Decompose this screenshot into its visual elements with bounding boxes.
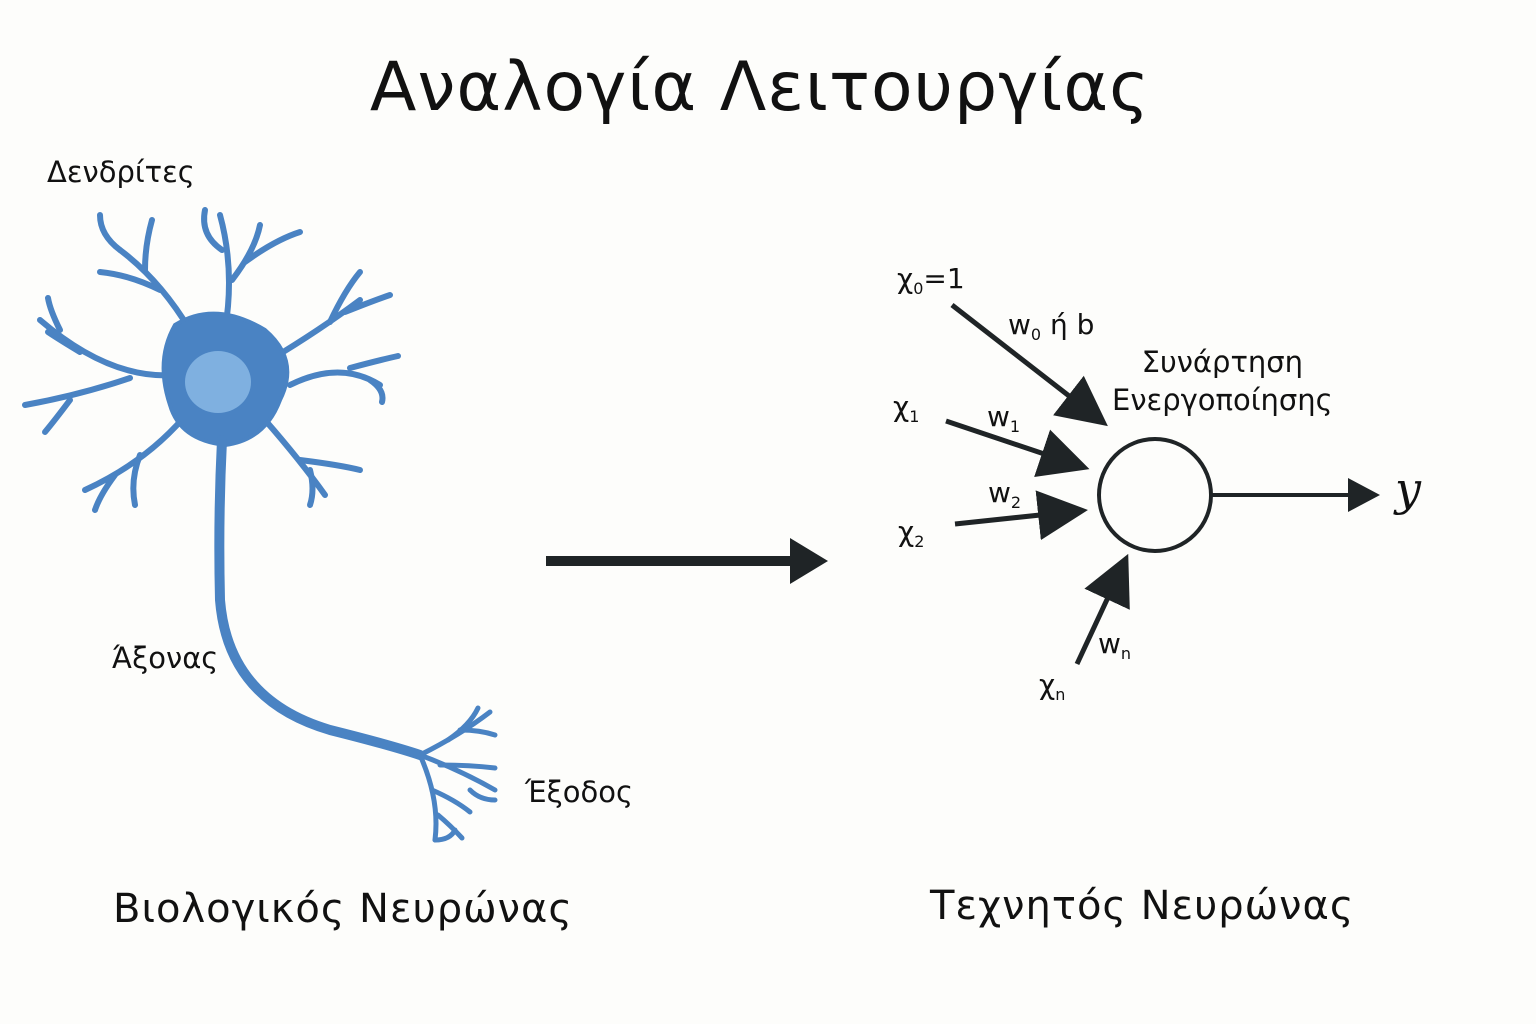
biological-neuron-caption: Βιολογικός Νευρώνας <box>113 886 573 932</box>
weight-w1-label: w1 <box>987 400 1021 436</box>
axon-terminals <box>417 705 498 843</box>
input-x2-label: χ2 <box>898 515 925 551</box>
output-arrowhead <box>1348 478 1380 512</box>
weight-wn-label: wn <box>1098 627 1132 663</box>
input-x1-label: χ1 <box>893 390 920 426</box>
activation-node <box>1097 437 1213 553</box>
input-n-arrow <box>1074 553 1130 666</box>
weight-w0-label: w0 ή b <box>1008 308 1095 344</box>
nucleus <box>185 351 251 413</box>
dendrites <box>22 207 401 513</box>
input-x0-label: χ0=1 <box>897 262 965 298</box>
output-y-label: y <box>1395 462 1421 516</box>
output-label: Έξοδος <box>525 775 634 809</box>
axon-label: Άξονας <box>112 641 219 675</box>
input-1-arrow <box>945 418 1090 477</box>
transition-arrow <box>546 538 828 584</box>
bias-arrow <box>950 303 1108 427</box>
weight-w2-label: w2 <box>988 476 1022 512</box>
dendrites-label: Δενδρίτες <box>47 155 195 189</box>
axon <box>214 435 425 760</box>
input-xn-label: χn <box>1039 668 1066 704</box>
biological-neuron <box>22 207 498 843</box>
diagram-title: Αναλογία Λειτουργίας <box>369 48 1151 127</box>
artificial-neuron-caption: Τεχνητός Νευρώνας <box>930 883 1355 929</box>
input-2-arrow <box>954 490 1088 541</box>
artificial-neuron <box>945 303 1380 666</box>
